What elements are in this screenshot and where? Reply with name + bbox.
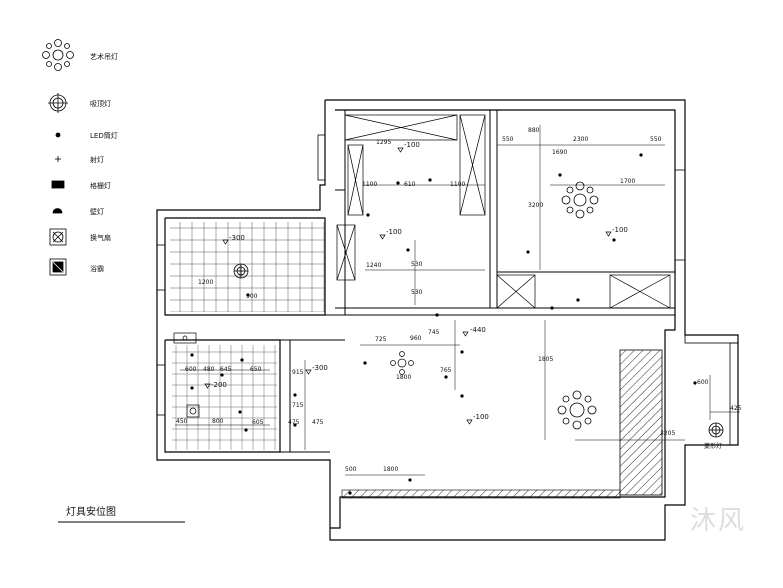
sink xyxy=(173,332,197,344)
ceiling-level-label: -100 xyxy=(612,226,628,234)
dimension-label: 3205 xyxy=(660,430,676,437)
wardrobes xyxy=(336,114,671,309)
dimension-label: 650 xyxy=(250,366,262,373)
dimension-label: 600 xyxy=(185,366,197,373)
level-markers xyxy=(204,147,612,425)
dimension-label: 1800 xyxy=(383,466,399,473)
ceiling-level-label: -100 xyxy=(473,413,489,421)
legend-label-spotlight: 射灯 xyxy=(90,156,104,164)
grille-lamp-icon xyxy=(51,180,65,189)
range-hood xyxy=(186,404,200,418)
dimension-label: 480 xyxy=(203,366,215,373)
dimension-label: 1295 xyxy=(376,139,392,146)
dimension-label: 1100 xyxy=(362,181,378,188)
legend-icons xyxy=(42,39,74,276)
dimension-label: 1240 xyxy=(366,262,382,269)
ceiling-level-label: -100 xyxy=(404,141,420,149)
legend-label-art-chandelier: 艺术吊灯 xyxy=(90,53,118,61)
art-chandelier-icon xyxy=(42,39,74,71)
dimension-label: 475 xyxy=(288,419,300,426)
dimension-label: 550 xyxy=(650,136,662,143)
dimension-label: 475 xyxy=(312,419,324,426)
dimension-label: 1200 xyxy=(198,279,214,286)
dimension-label: 645 xyxy=(220,366,232,373)
legend-label-grille-lamp: 格栅灯 xyxy=(90,182,111,190)
windows xyxy=(156,134,739,446)
interior-walls xyxy=(280,110,675,453)
ceiling-lamp-icon xyxy=(48,93,68,113)
dimension-label: 765 xyxy=(440,367,452,374)
bath-heater-icon xyxy=(49,258,67,276)
legend-label-led-downlight: LED筒灯 xyxy=(90,132,118,140)
exhaust-fan-icon xyxy=(49,228,67,246)
ceiling-level-label: -200 xyxy=(211,381,227,389)
art-chandelier-icon xyxy=(557,390,597,430)
wall-lamp-icon xyxy=(52,208,63,214)
dimension-label: 450 xyxy=(176,418,188,425)
tiled-floor-bathroom xyxy=(170,222,325,312)
dimension-label: 1800 xyxy=(396,374,412,381)
dimension-label: 605 xyxy=(252,419,264,426)
dimension-label: 880 xyxy=(528,127,540,134)
tiled-floor-kitchen xyxy=(172,345,277,450)
dimension-label: 1100 xyxy=(450,181,466,188)
hatched-walls xyxy=(341,349,663,499)
legend-label-bath-heater: 浴霸 xyxy=(90,265,104,273)
ceiling-level-label: -440 xyxy=(470,326,486,334)
dimension-label: 550 xyxy=(502,136,514,143)
dimension-label: 530 xyxy=(411,289,423,296)
ceiling-level-label: -300 xyxy=(312,364,328,372)
legend-label-wall-lamp: 壁灯 xyxy=(90,208,104,216)
art-chandelier-icon xyxy=(561,181,599,219)
dimension-label: 915 xyxy=(292,369,304,376)
dimension-label: 2300 xyxy=(573,136,589,143)
dimension-label: 3200 xyxy=(528,202,544,209)
legend-label-ceiling-lamp: 吸顶灯 xyxy=(90,100,111,108)
dimension-label: 600 xyxy=(697,379,709,386)
ceiling-lamp-icon xyxy=(708,422,724,438)
ceiling-lamp-icon xyxy=(233,263,249,279)
dimension-label: 425 xyxy=(730,405,742,412)
drawing-title: 灯具安位图 xyxy=(66,507,116,518)
dimension-label: 960 xyxy=(410,335,422,342)
ceiling-level-label: -100 xyxy=(386,228,402,236)
dimension-label: 715 xyxy=(292,402,304,409)
lamp-annotation: 菱形灯 xyxy=(704,443,723,450)
dimension-lines xyxy=(175,125,740,476)
dimension-label: 745 xyxy=(428,329,440,336)
dimension-label: 1805 xyxy=(538,356,554,363)
led-downlight-icon xyxy=(55,132,61,138)
legend-label-exhaust-fan: 换气扇 xyxy=(90,234,111,242)
led-downlights xyxy=(190,153,697,495)
watermark: 沐风 xyxy=(690,506,747,536)
ceiling-level-label: -300 xyxy=(229,234,245,242)
dimension-label: 900 xyxy=(246,293,258,300)
dimension-label: 530 xyxy=(411,261,423,268)
dimension-label: 1690 xyxy=(552,149,568,156)
dimension-label: 500 xyxy=(345,466,357,473)
art-chandelier-icon xyxy=(390,351,414,375)
dimension-label: 800 xyxy=(212,418,224,425)
spotlight-icon xyxy=(55,156,61,162)
dimension-label: 1700 xyxy=(620,178,636,185)
dimension-label: 610 xyxy=(404,181,416,188)
dimension-label: 725 xyxy=(375,336,387,343)
